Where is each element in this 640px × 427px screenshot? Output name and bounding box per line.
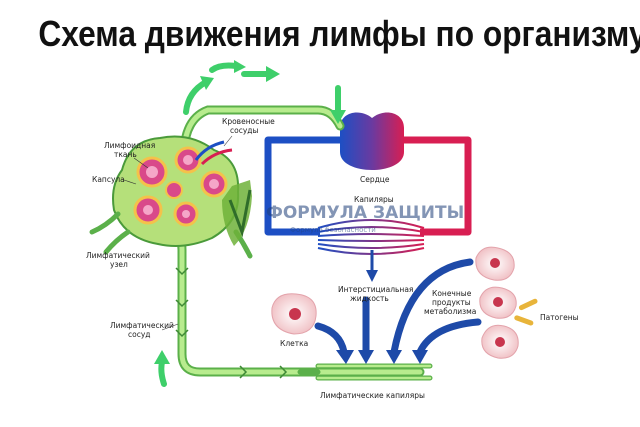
shield-logo xyxy=(222,180,252,246)
label-lymph-node-1: Лимфатический xyxy=(86,251,150,260)
watermark-line1: ФОРМУЛА ЗАЩИТЫ xyxy=(266,203,464,223)
label-interstitial-1: Интерстициальная xyxy=(338,285,413,294)
lymphoid-tissue xyxy=(133,146,228,227)
label-metabolism-2: продукты xyxy=(432,298,471,307)
labels: Лимфоидная ткань Капсула Лимфатический у… xyxy=(86,117,579,400)
label-capillaries: Капиляры xyxy=(354,195,394,204)
lymph-flow-arrows xyxy=(154,60,346,387)
label-metabolism-3: метаболизма xyxy=(424,307,476,316)
arterial-vessel xyxy=(392,136,472,236)
label-lymph-vessel-1: Лимфатический xyxy=(110,321,174,330)
label-capsule: Капсула xyxy=(92,175,125,184)
pathogens xyxy=(514,298,538,326)
watermark-line2: Формула безопасности xyxy=(290,226,376,234)
label-blood-vessels-2: сосуды xyxy=(230,126,258,135)
label-interstitial-2: жидкость xyxy=(350,294,389,303)
label-lymph-capillaries: Лимфатические капиляры xyxy=(320,391,425,400)
cells xyxy=(271,246,519,359)
page-title: Схема движения лимфы по организму xyxy=(38,13,640,54)
label-lymph-node-2: узел xyxy=(110,260,128,269)
label-lymph-vessel-2: сосуд xyxy=(128,330,150,339)
label-heart: Сердце xyxy=(360,175,390,184)
heart-shape xyxy=(340,112,404,170)
fluid-flow-arrows xyxy=(314,250,482,364)
label-lymphoid-tissue-1: Лимфоидная xyxy=(104,141,155,150)
label-metabolism-1: Конечные xyxy=(432,289,472,298)
venous-vessel xyxy=(264,136,352,236)
watermark: ФОРМУЛА ЗАЩИТЫ Формула безопасности xyxy=(222,180,464,246)
label-pathogens: Патогены xyxy=(540,313,579,322)
label-lymphoid-tissue-2: ткань xyxy=(114,150,137,159)
label-cell: Клетка xyxy=(280,339,308,348)
blood-circuit xyxy=(264,112,472,255)
label-blood-vessels-1: Кровеносные xyxy=(222,117,275,126)
